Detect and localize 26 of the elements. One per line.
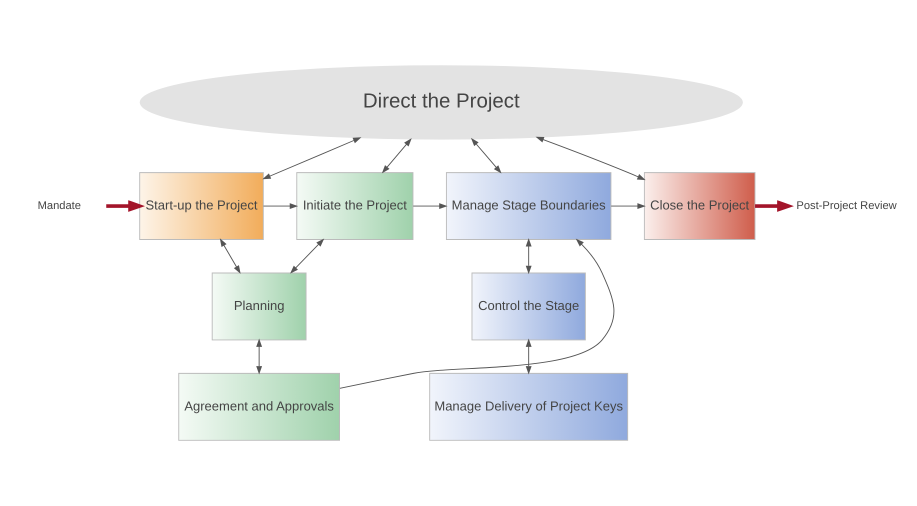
arrow (382, 138, 412, 174)
node-text: Post-Project Review (796, 200, 897, 212)
arrow (536, 136, 646, 180)
arrow (263, 203, 298, 209)
arrow (610, 203, 646, 209)
node-box: Control the Stage (472, 272, 586, 340)
arrow (290, 238, 324, 274)
node-box: Initiate the Project (296, 172, 414, 240)
node-box: Close the Project (644, 172, 756, 240)
arrow (220, 238, 241, 274)
node-box: Manage Delivery of Project Keys (429, 372, 628, 441)
arrow (526, 238, 532, 274)
node-box: Start-up the Project (139, 172, 264, 240)
arrow (106, 200, 145, 212)
node-box: Planning (212, 272, 307, 340)
arrow (262, 137, 362, 180)
arrow (470, 138, 502, 174)
arrow (526, 338, 532, 374)
arrow (339, 238, 614, 389)
arrow (412, 203, 448, 209)
node-box: Agreement and Approvals (178, 372, 340, 441)
arrow (256, 338, 262, 374)
node-box: Manage Stage Boundaries (446, 172, 612, 240)
arrow (755, 200, 794, 212)
node-ellipse: Direct the Project (140, 65, 743, 140)
node-text: Mandate (38, 200, 81, 212)
